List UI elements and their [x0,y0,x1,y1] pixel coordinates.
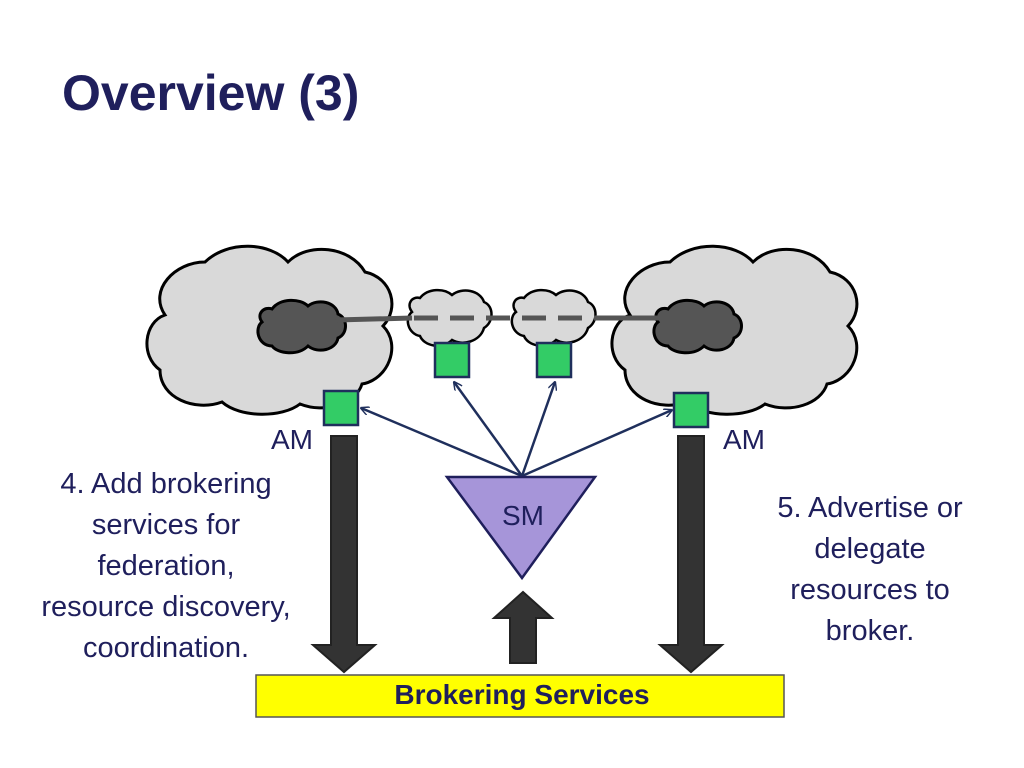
arrow-sm-to-am-left [361,408,523,478]
cloud-right-core [652,298,743,355]
arrow-up-center [491,590,555,664]
link-solid-left [335,315,413,323]
cloud-small-left [406,288,493,348]
am-left-label: AM [271,424,313,455]
am-box-mid-right [535,341,573,379]
note-left-line: 4. Add brokering [60,468,272,500]
arrow-sm-to-am-mid-left [454,382,524,477]
note-left-line: resource discovery, [41,591,291,623]
note-right: 5. Advertise or delegate resources to br… [740,488,1000,652]
arrow-down-left [310,435,378,674]
sm-triangle [444,475,598,581]
note-right-line: resources to [790,574,950,606]
am-box-right [672,391,710,429]
arrow-down-right [657,435,725,674]
am-right-label: AM [723,424,765,455]
slide-title: Overview (3) [62,65,360,121]
note-left-line: coordination. [82,632,250,664]
note-right-line: broker. [825,615,915,647]
note-left-line: federation, [97,550,235,582]
sm-label: SM [502,500,544,531]
brokering-services-bar [255,674,785,718]
cloud-small-right [510,288,597,348]
note-right-line: delegate [814,533,926,565]
note-right-line: 5. Advertise or [777,492,963,524]
am-box-mid-left [433,341,471,379]
note-left: 4. Add brokering services for federation… [10,464,322,669]
am-box-left [322,389,360,427]
sm-arrows [361,382,672,478]
arrow-sm-to-am-mid-right [520,382,555,477]
note-left-line: services for [91,509,241,541]
brokering-services-label: Brokering Services [394,679,649,710]
cloud-left-core [256,298,347,355]
arrow-sm-to-am-right [521,410,672,478]
